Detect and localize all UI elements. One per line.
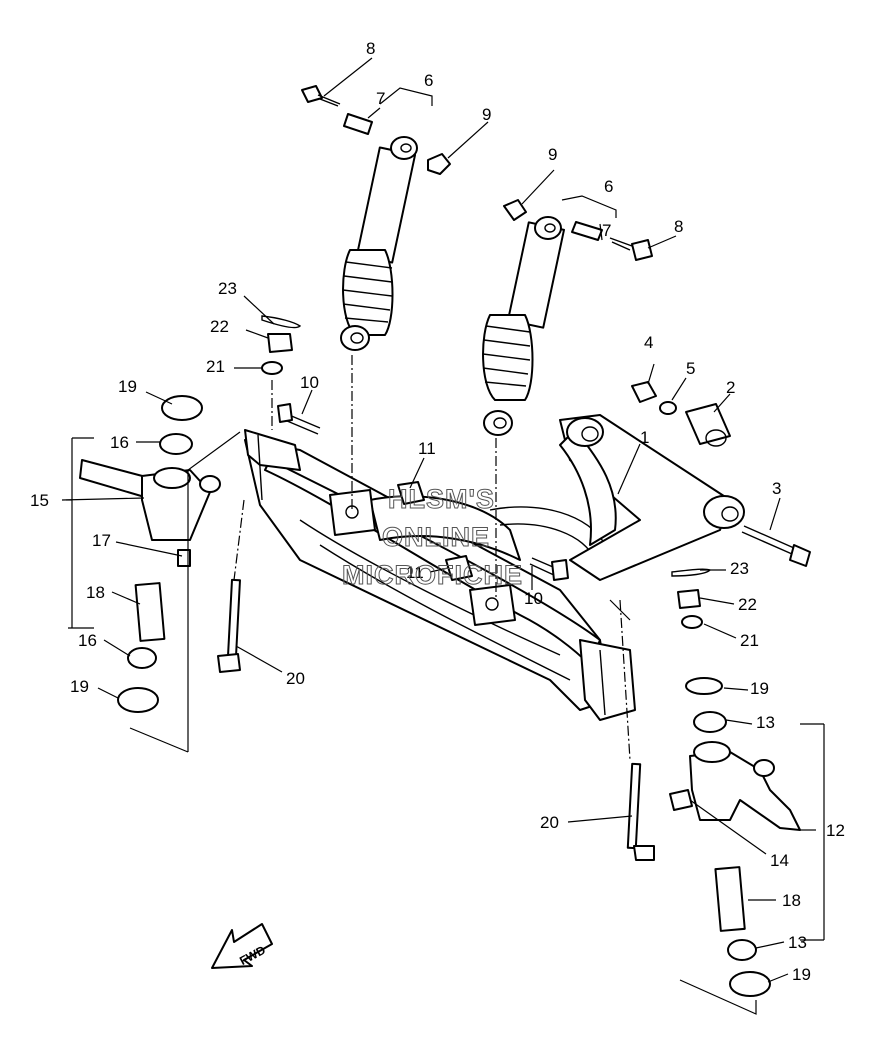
callout-19-right-upper: 19 (750, 679, 769, 698)
callout-2: 2 (726, 378, 735, 397)
callout-20-left: 20 (286, 669, 305, 688)
right-shock-absorber (482, 216, 566, 436)
right-shock-hardware (503, 199, 653, 261)
callout-6-right: 6 (604, 177, 613, 196)
callout-23-left: 23 (218, 279, 237, 298)
callout-22-left: 22 (210, 317, 229, 336)
cotter-pins-and-nuts (261, 315, 712, 629)
callout-3: 3 (772, 479, 781, 498)
callout-10-right: 10 (524, 589, 543, 608)
watermark-line-3: MICROFICHE (342, 560, 523, 590)
callout-11-right: 11 (406, 563, 424, 582)
callout-14: 14 (770, 851, 789, 870)
callout-8-right: 8 (674, 217, 683, 236)
callout-18-right: 18 (782, 891, 801, 910)
long-bolts (217, 578, 655, 861)
callout-1: 1 (640, 428, 649, 447)
forward-arrow: FWD (211, 923, 273, 969)
right-knuckle-assembly (669, 677, 801, 997)
upper-arm-part-1 (559, 414, 745, 581)
left-knuckle-assembly (79, 395, 221, 713)
callout-13-lower: 13 (788, 933, 807, 952)
assembly-centerlines (233, 355, 631, 761)
callout-21-right: 21 (740, 631, 759, 650)
watermark: HLSM'S ONLINE MICROFICHE (342, 484, 523, 591)
watermark-line-2: ONLINE (382, 522, 490, 552)
callout-9-right: 9 (548, 145, 557, 164)
callout-18-left: 18 (86, 583, 105, 602)
callout-6-left: 6 (424, 71, 433, 90)
callout-13-upper: 13 (756, 713, 775, 732)
callout-labels: 1 2 3 4 5 6 6 7 7 8 8 9 9 10 10 11 11 12… (30, 39, 845, 984)
watermark-line-1: HLSM'S (388, 484, 495, 514)
left-shock-hardware (301, 85, 451, 175)
callout-leader-lines (61, 57, 816, 983)
callout-20-right: 20 (540, 813, 559, 832)
callout-16-upper: 16 (110, 433, 129, 452)
callout-19-left-upper: 19 (118, 377, 137, 396)
right-arm-hardware (277, 381, 811, 581)
callout-23-right: 23 (730, 559, 749, 578)
callout-5: 5 (686, 359, 695, 378)
callout-8-left: 8 (366, 39, 375, 58)
front-arm-frame (244, 429, 636, 721)
callout-17: 17 (92, 531, 111, 550)
callout-15: 15 (30, 491, 49, 510)
callout-7-right: 7 (602, 221, 611, 240)
left-shock-absorber (340, 136, 418, 351)
callout-19-right-lower: 19 (792, 965, 811, 984)
callout-16-lower: 16 (78, 631, 97, 650)
callout-19-left-lower: 19 (70, 677, 89, 696)
callout-10-left: 10 (300, 373, 319, 392)
callout-22-right: 22 (738, 595, 757, 614)
callout-7-left: 7 (376, 89, 385, 108)
callout-12: 12 (826, 821, 845, 840)
callout-21-left: 21 (206, 357, 225, 376)
callout-4: 4 (644, 333, 653, 352)
callout-11-left: 11 (418, 439, 436, 458)
callout-9-left: 9 (482, 105, 491, 124)
